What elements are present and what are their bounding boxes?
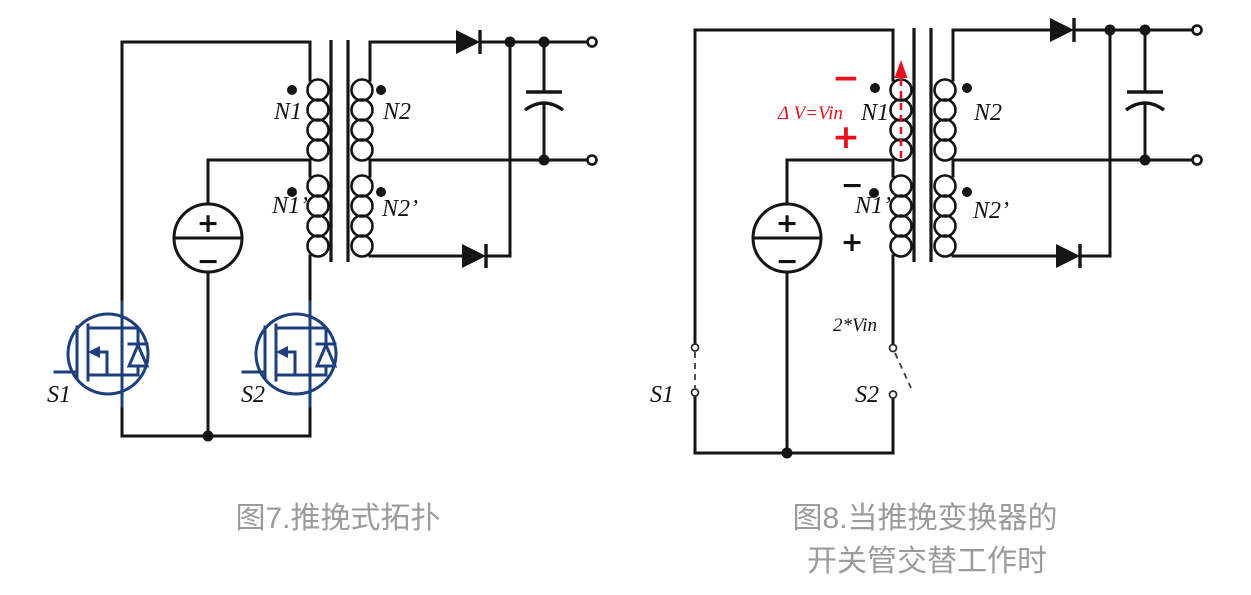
winding-n1 xyxy=(306,78,330,162)
flux-arrow-head xyxy=(894,60,908,78)
junction-dot xyxy=(1139,154,1151,166)
figure8-circuit: N1 N2 N1’ N2’ + − S1 S2 2*Vin xyxy=(650,18,1203,578)
switch-contact xyxy=(690,388,700,397)
figure7-rectifier-diode-bottom xyxy=(462,244,488,268)
source-plus-sign: + xyxy=(197,208,220,239)
label-2vin: 2*Vin xyxy=(833,315,877,336)
winding-n1-prime xyxy=(889,174,913,258)
polarity-dot-n1 xyxy=(287,85,297,95)
label-s2: S2 xyxy=(855,382,879,408)
delta-v-label: Δ V=Vin xyxy=(777,103,843,124)
junction-dot xyxy=(781,447,793,459)
winding-n2 xyxy=(933,78,957,162)
figure7-circuit: N1 N2 N1’ N2’ + − S1 S2 xyxy=(47,30,598,535)
label-n2: N2 xyxy=(382,99,411,125)
label-n2: N2 xyxy=(973,100,1002,126)
figure8-voltage-annotations: − Δ V=Vin + − + xyxy=(777,58,908,258)
polarity-dot-n2-prime xyxy=(376,187,386,197)
label-s2: S2 xyxy=(241,382,265,408)
figure7-mosfet-s2: S2 xyxy=(241,300,338,408)
polarity-dot-n1 xyxy=(870,83,880,93)
figure7-caption: 图7.推挽式拓扑 xyxy=(235,502,440,535)
switch-contact xyxy=(888,390,898,399)
label-n1-prime: N1’ xyxy=(271,193,308,219)
figure8-rectifier-diode-top xyxy=(1050,18,1076,42)
source-minus-sign: − xyxy=(197,246,220,277)
label-n2-prime: N2’ xyxy=(972,198,1009,224)
junction-dot xyxy=(538,154,550,166)
label-s1: S1 xyxy=(47,382,71,408)
figure7-rectifier-diode-top xyxy=(456,30,482,54)
junction-dot xyxy=(1139,24,1151,36)
winding-n2-prime xyxy=(933,174,957,258)
polarity-dot-n1-prime xyxy=(869,188,879,198)
polarity-dot-n2 xyxy=(962,83,972,93)
n1p-minus-sign: − xyxy=(841,170,864,201)
label-n1-prime: N1’ xyxy=(854,193,891,219)
junction-dot xyxy=(504,36,516,48)
figure8-voltage-source: + − xyxy=(751,202,823,277)
junction-dot xyxy=(202,430,214,442)
n1-plus-sign: + xyxy=(832,117,860,156)
polarity-dot-n2 xyxy=(376,85,386,95)
winding-n2 xyxy=(350,78,374,162)
figure8-caption-line2: 开关管交替工作时 xyxy=(807,545,1047,578)
source-plus-sign: + xyxy=(776,208,799,239)
junction-dot xyxy=(538,36,550,48)
figure7-voltage-source: + − xyxy=(172,202,244,277)
winding-n1-prime xyxy=(306,174,330,258)
junction-dot xyxy=(1104,24,1116,36)
output-terminal-bottom xyxy=(586,154,598,166)
figure7-transformer: N1 N2 N1’ N2’ xyxy=(271,40,418,262)
figure7-wires xyxy=(120,40,594,438)
label-n1: N1 xyxy=(273,99,302,125)
figure7-mosfet-s1: S1 xyxy=(47,300,150,408)
switch-contact xyxy=(888,343,898,353)
n1p-plus-sign: + xyxy=(841,227,864,258)
label-n2-prime: N2’ xyxy=(381,196,418,222)
label-n1: N1 xyxy=(860,100,889,126)
label-s1: S1 xyxy=(650,382,674,408)
output-terminal-bottom xyxy=(1191,154,1203,166)
figure8-transformer: N1 N2 N1’ N2’ xyxy=(854,28,1009,262)
figure8-caption-line1: 图8.当推挽变换器的 xyxy=(792,502,1057,535)
polarity-dot-n2-prime xyxy=(962,187,972,197)
figure8-switch-s1-closed: S1 xyxy=(650,343,700,408)
output-terminal-top xyxy=(586,36,598,48)
n1-minus-sign: − xyxy=(832,58,860,97)
figure7-output-filter xyxy=(202,36,598,442)
winding-n2-prime xyxy=(350,174,374,258)
switch-contact xyxy=(690,343,700,352)
figure8-switch-s2-open: S2 2*Vin xyxy=(833,315,912,408)
figure8-rectifier-diode-bottom xyxy=(1056,244,1082,268)
figure8-wires xyxy=(693,28,1199,455)
polarity-dot-n1-prime xyxy=(287,187,297,197)
transformer-core xyxy=(912,28,933,262)
source-minus-sign: − xyxy=(776,246,799,277)
output-terminal-top xyxy=(1191,24,1203,36)
transformer-core xyxy=(329,40,350,262)
figure8-output-filter xyxy=(781,24,1203,459)
